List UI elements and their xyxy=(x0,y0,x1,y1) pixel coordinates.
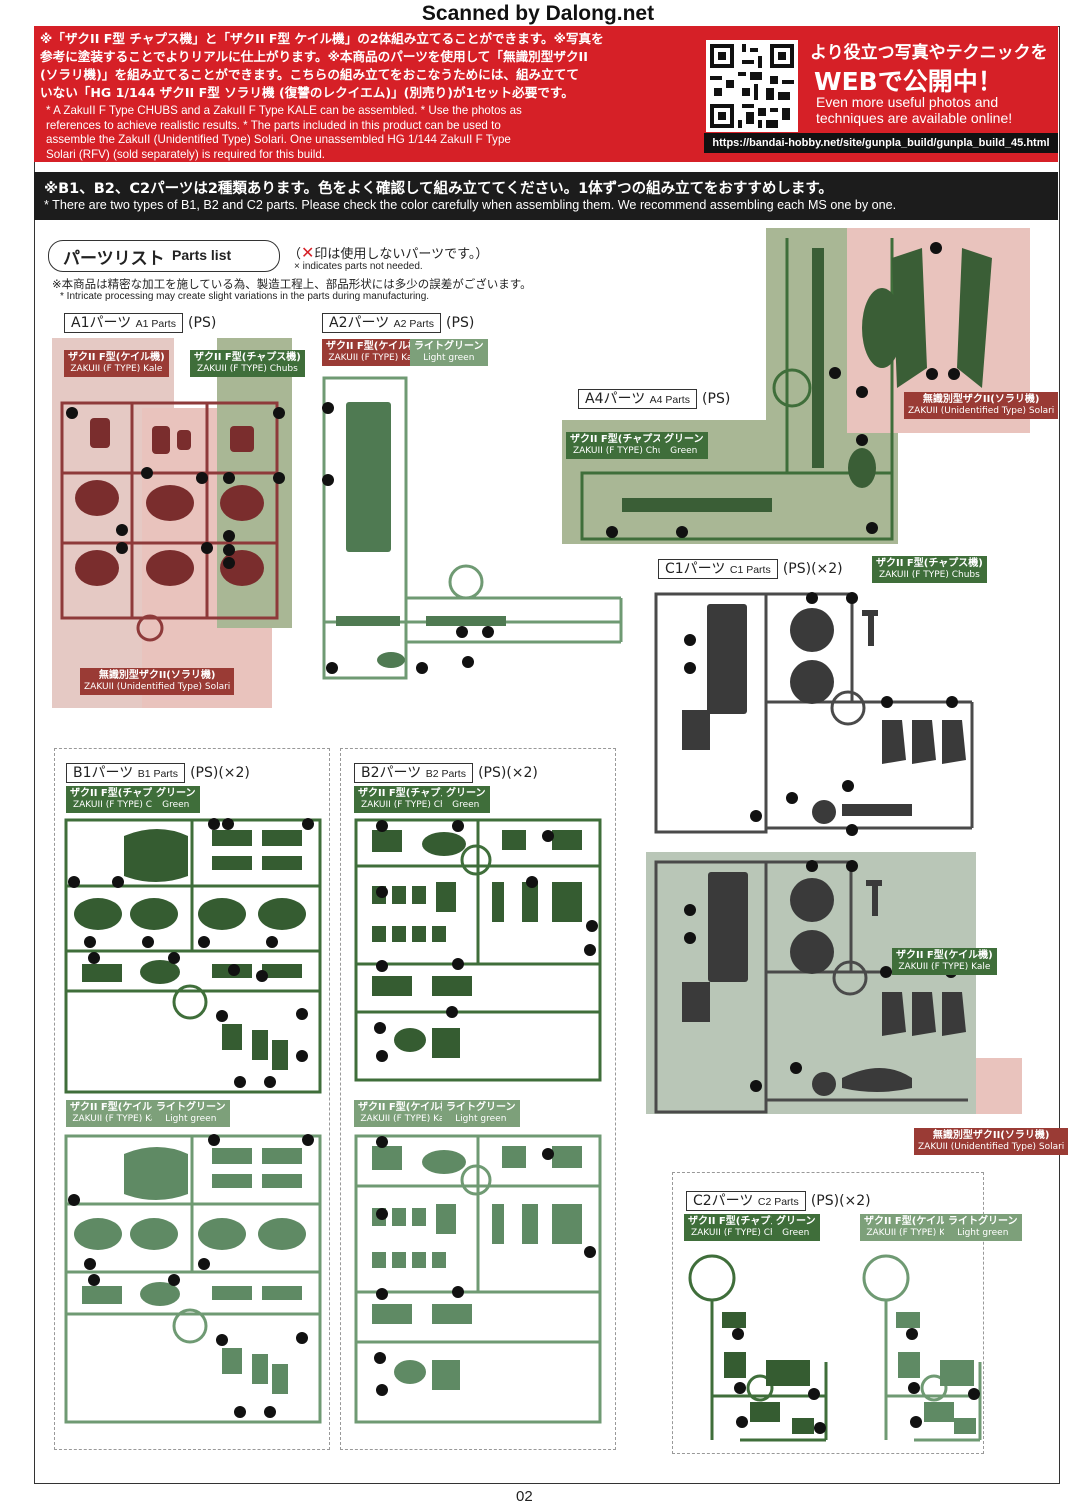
header-notes: ※「ザクII F型 チャプス機」と「ザクII F型 ケイル機」の2体組み立てるこ… xyxy=(34,26,682,162)
c2-box xyxy=(672,1172,984,1454)
runner-c1-chubs xyxy=(652,590,982,840)
runner-c1-kale xyxy=(646,852,976,1122)
cross-icon: ✕ xyxy=(301,243,315,262)
notice-bar: ※B1、B2、C2パーツは2種類あります。色をよく確認して組み立ててください。1… xyxy=(34,172,1058,220)
not-needed-note-en: × indicates parts not needed. xyxy=(294,261,423,272)
runner-b2-chubs xyxy=(352,816,606,1086)
runner-c2-kale xyxy=(854,1252,1004,1444)
a2-kale-tag: ザクII F型(ケイル機)ZAKUII (F TYPE) Kale xyxy=(322,339,427,366)
a1-header: A1パーツ A1 Parts (PS) xyxy=(64,312,216,333)
a4-solari-tag: 無識別型ザクII(ソラリ機)ZAKUII (Unidentified Type)… xyxy=(904,392,1059,419)
a1-chubs-tag: ザクII F型(チャプス機)ZAKUII (F TYPE) Chubs xyxy=(190,350,305,377)
variation-note-jp: ※本商品は精密な加工を施している為、製造工程上、部品形状には多少の誤差がございま… xyxy=(52,277,532,291)
c1-solari-swatch xyxy=(976,1058,1022,1114)
c1-solari-tag: 無識別型ザクII(ソラリ機)ZAKUII (Unidentified Type)… xyxy=(914,1128,1069,1155)
a2-header: A2パーツ A2 Parts (PS) xyxy=(322,312,474,333)
b2-box xyxy=(340,748,616,1450)
b1-box xyxy=(54,748,330,1450)
parts-list-title: パーツリスト Parts list xyxy=(48,240,280,272)
scanner-watermark: Scanned by Dalong.net xyxy=(421,2,655,25)
runner-b1-chubs xyxy=(62,816,324,1098)
runner-a1 xyxy=(52,338,292,708)
runner-b1-kale xyxy=(62,1132,324,1428)
qr-code-icon[interactable] xyxy=(706,40,798,132)
a1-solari-tag: 無識別型ザクII(ソラリ機)ZAKUII (Unidentified Type)… xyxy=(80,668,235,695)
not-needed-note: （✕印は使用しないパーツです。） xyxy=(288,243,489,262)
c1-kale-tag: ザクII F型(ケイル機)ZAKUII (F TYPE) Kale xyxy=(892,948,997,975)
runner-a4 xyxy=(562,228,1030,544)
c1-chubs-tag: ザクII F型(チャプス機)ZAKUII (F TYPE) Chubs xyxy=(872,556,987,583)
a4-header: A4パーツ A4 Parts (PS) xyxy=(578,388,730,409)
b2-kale-tag: ザクII F型(ケイル機)ZAKUII (F TYPE) Kale xyxy=(354,1100,459,1127)
c1-header: C1パーツ C1 Parts (PS)(×2) xyxy=(658,558,843,579)
header-en-text: * A ZakuII F Type CHUBS and a ZakuII F T… xyxy=(46,104,522,161)
runner-a2 xyxy=(316,372,628,688)
a1-kale-tag: ザクII F型(ケイル機)ZAKUII (F TYPE) Kale xyxy=(64,350,169,377)
runner-c2-chubs xyxy=(680,1252,830,1444)
runner-b2-kale xyxy=(352,1132,606,1428)
c2-header: C2パーツ C2 Parts (PS)(×2) xyxy=(686,1190,871,1211)
variation-note-en: * Intricate processing may create slight… xyxy=(60,291,430,302)
b2-header: B2パーツ B2 Parts (PS)(×2) xyxy=(354,762,538,783)
web-url[interactable]: https://bandai-hobby.net/site/gunpla_bui… xyxy=(704,133,1058,153)
page-number: 02 xyxy=(516,1488,533,1505)
b1-header: B1パーツ B1 Parts (PS)(×2) xyxy=(66,762,250,783)
header-jp-text: ※「ザクII F型 チャプス機」と「ザクII F型 ケイル機」の2体組み立てるこ… xyxy=(40,31,604,100)
